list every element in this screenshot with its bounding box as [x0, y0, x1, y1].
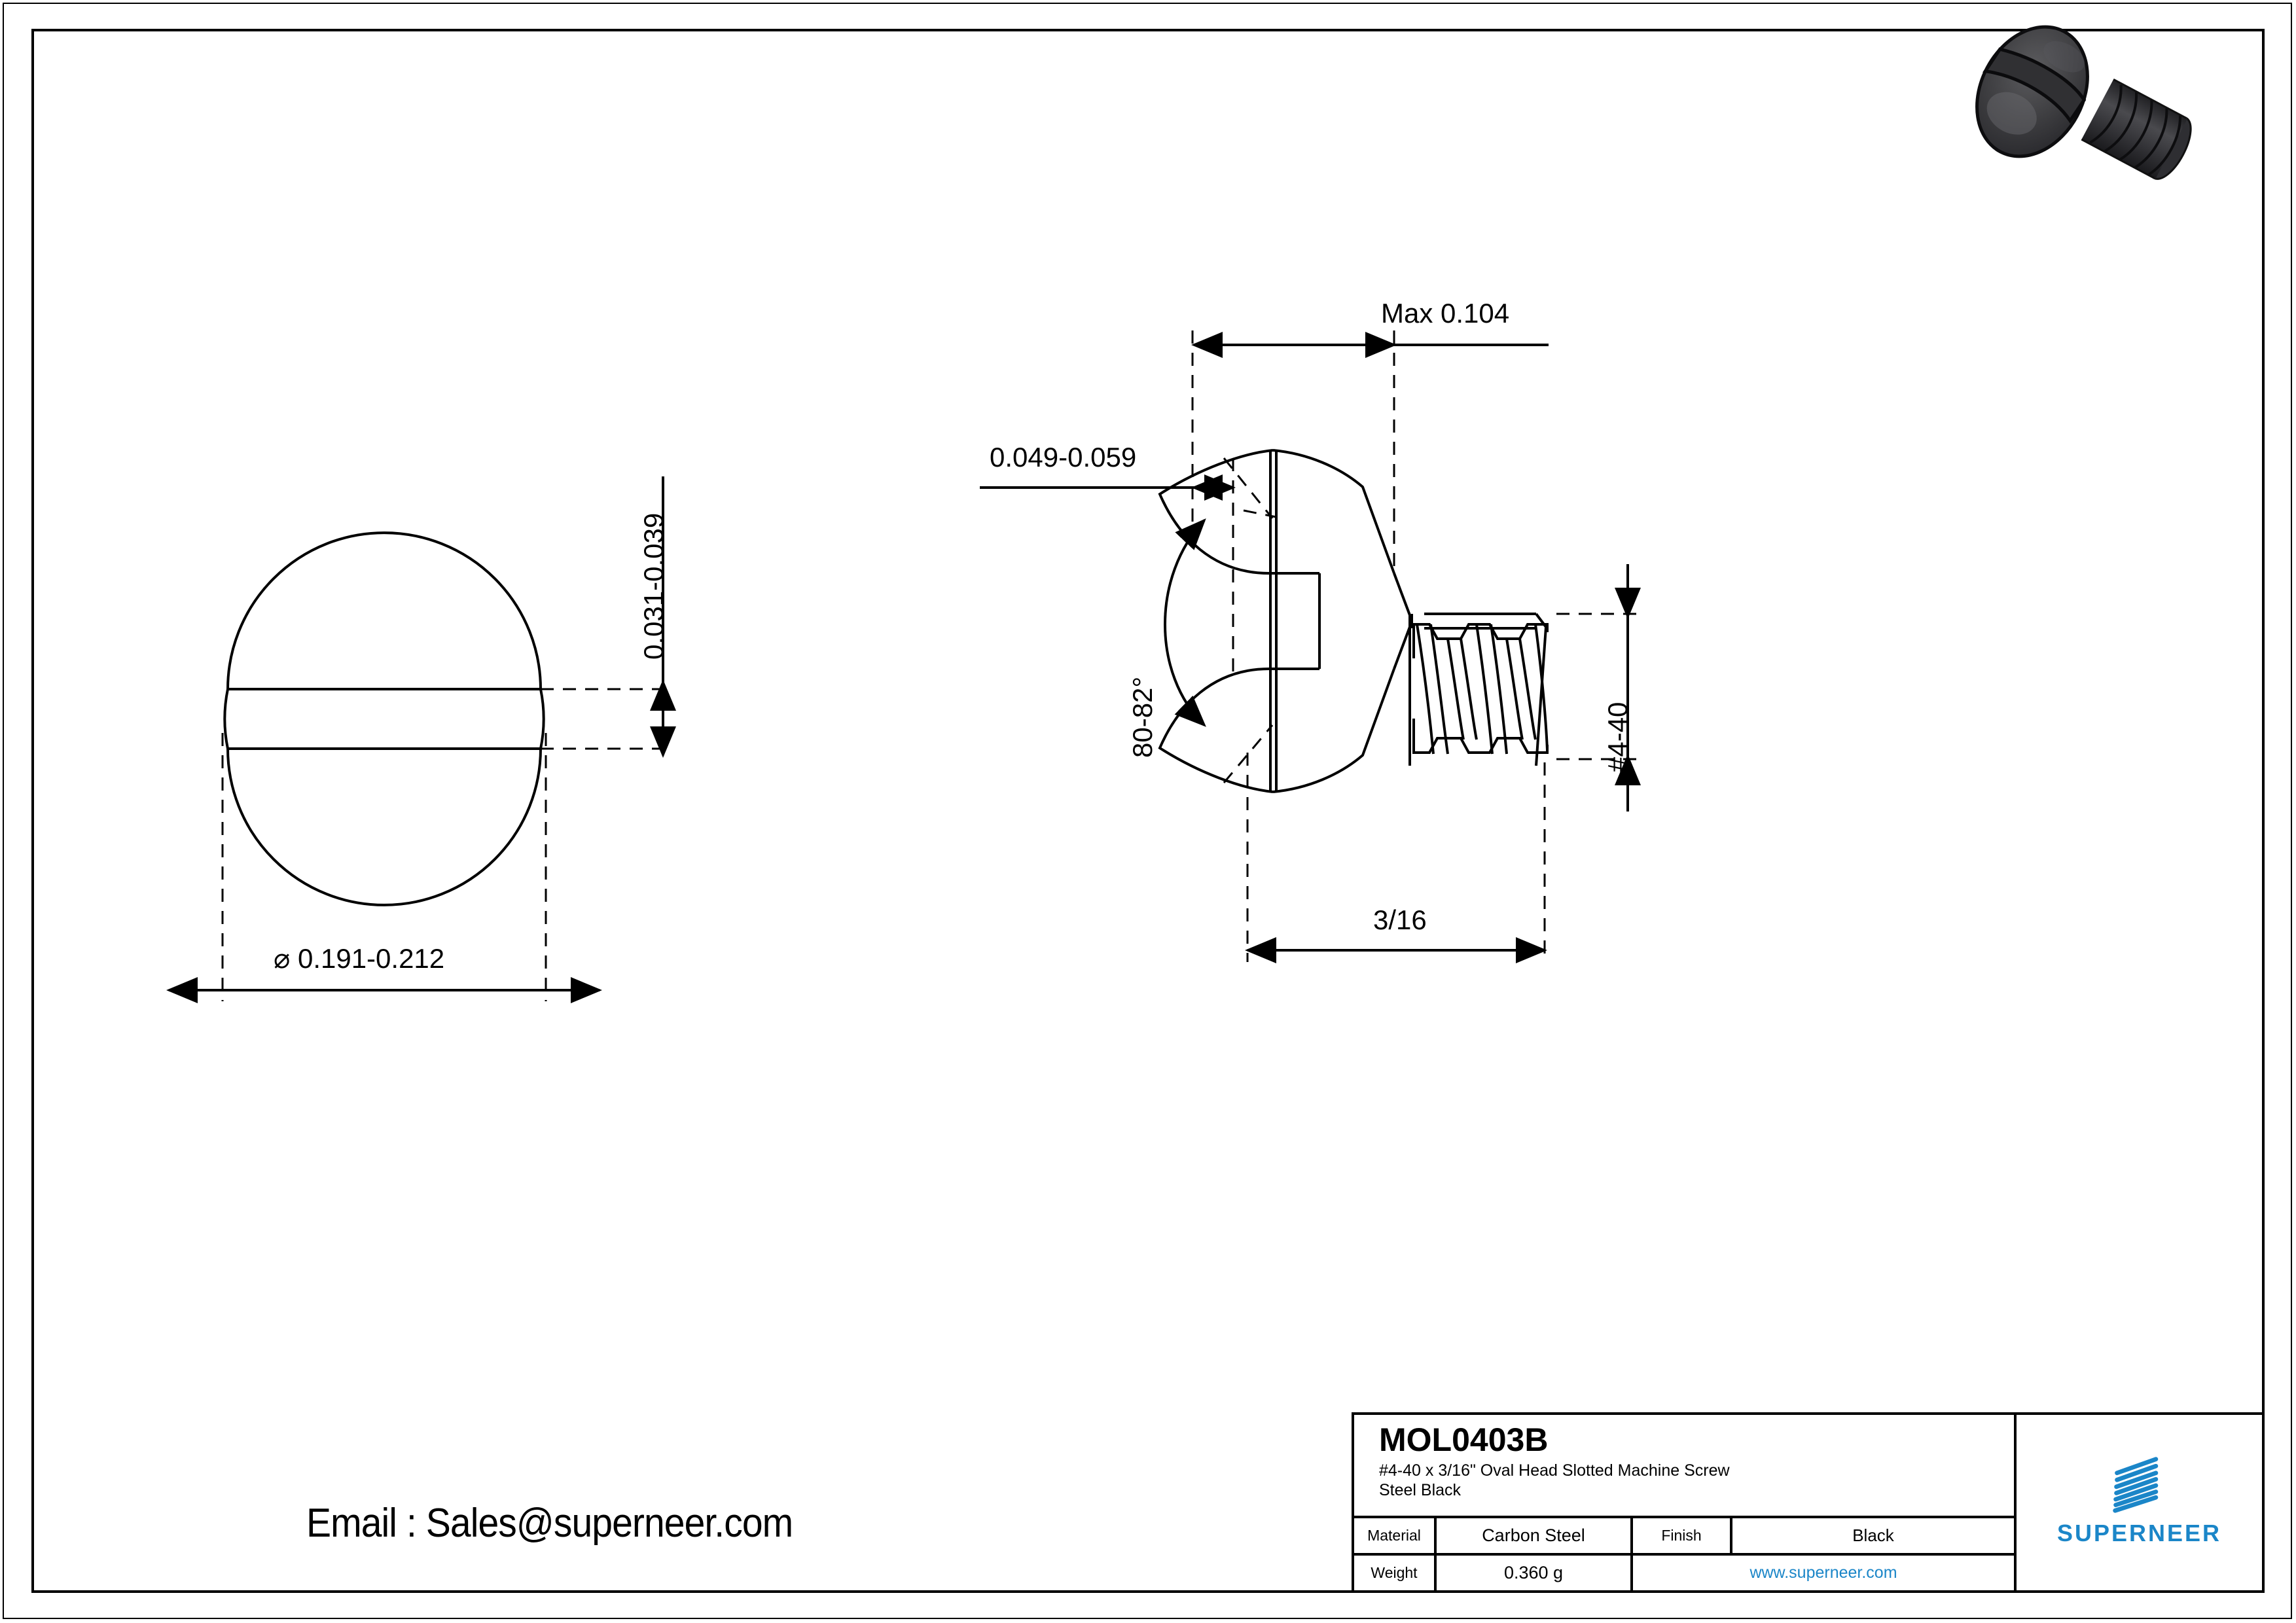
title-block-weight-row: Weight 0.360 g www.superneer.com — [1354, 1556, 2014, 1590]
sheet-outer-border — [3, 3, 2292, 1619]
screw-thread-profile — [1408, 623, 1549, 755]
title-block-material-row: Material Carbon Steel Finish Black — [1354, 1518, 2014, 1556]
head-top-view-extension-lines — [221, 688, 669, 1001]
title-block-description-cell: MOL0403B #4-40 x 3/16" Oval Head Slotted… — [1354, 1415, 2014, 1518]
dim-label-slot-width: 0.031-0.039 — [638, 512, 669, 660]
finish-label: Finish — [1633, 1518, 1732, 1553]
brand-wordmark: SUPERNEER — [2056, 1520, 2222, 1546]
material-value: Carbon Steel — [1437, 1518, 1633, 1553]
weight-label: Weight — [1354, 1556, 1437, 1590]
email-text: Email : Sales@superneer.com — [306, 1501, 793, 1546]
weight-value: 0.360 g — [1437, 1556, 1633, 1590]
title-block: MOL0403B #4-40 x 3/16" Oval Head Slotted… — [1352, 1412, 2265, 1593]
dim-label-screw-length: 3/16 — [1373, 904, 1427, 935]
sheet-inner-frame — [31, 29, 2265, 1593]
dim-label-slot-depth: 0.049-0.059 — [990, 442, 1137, 473]
head-top-view-geometry — [223, 531, 545, 906]
dim-label-head-diameter: ⌀ 0.191-0.212 — [274, 943, 445, 974]
title-block-left: MOL0403B #4-40 x 3/16" Oval Head Slotted… — [1354, 1415, 2017, 1590]
part-description: #4-40 x 3/16" Oval Head Slotted Machine … — [1379, 1461, 1730, 1499]
dim-label-head-angle: 80-82° — [1127, 676, 1158, 758]
screw-head-geometry — [1158, 449, 1411, 793]
dim-head-angle — [1164, 518, 1206, 727]
brand-logo: SUPERNEER — [2017, 1415, 2262, 1590]
part-number: MOL0403B — [1379, 1421, 1549, 1458]
website-link[interactable]: www.superneer.com — [1749, 1563, 1897, 1582]
superneer-stripes-logo-icon — [2112, 1457, 2158, 1513]
dim-label-head-height: Max 0.104 — [1381, 298, 1510, 329]
dim-label-thread-size: #4-40 — [1602, 702, 1633, 772]
screw-3d-render-geometry — [1975, 25, 2192, 180]
finish-value: Black — [1852, 1525, 1894, 1545]
material-label: Material — [1354, 1518, 1437, 1553]
